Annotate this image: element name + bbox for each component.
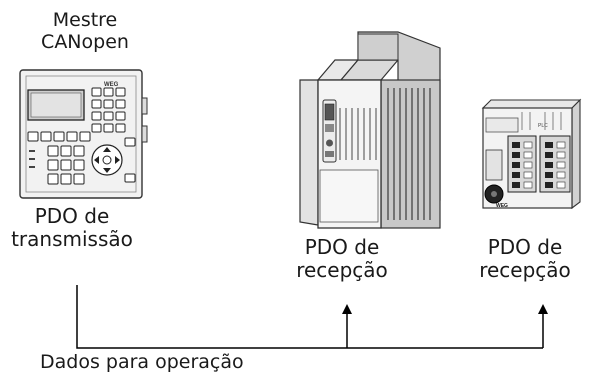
master-title-line2: CANopen (41, 30, 129, 53)
bus-line (76, 285, 543, 349)
tx-pdo-line2: transmissão (11, 227, 133, 251)
can-bus-connection (76, 285, 548, 349)
bus-data-label: Dados para operação (40, 351, 244, 373)
rx-pdo-plc-label: PDO de recepção (455, 236, 595, 282)
frequency-inverter-device (299, 31, 441, 229)
master-title-label: Mestre CANopen (20, 9, 150, 54)
plc-tag-text: PLC (538, 123, 548, 129)
rx-pdo-plc-line1: PDO de (487, 235, 563, 259)
plc-device: PLC WEG (481, 98, 582, 210)
master-title-line1: Mestre (52, 9, 118, 31)
rx-pdo-drive-label: PDO de recepção (272, 236, 412, 282)
rx-pdo-drive-line2: recepção (296, 258, 388, 282)
rx-pdo-plc-line2: recepção (479, 258, 571, 282)
plc-brand-text: WEG (496, 203, 508, 209)
hmi-master-device: WEG (19, 69, 148, 199)
tx-pdo-line1: PDO de (34, 204, 110, 228)
rx-pdo-drive-line1: PDO de (304, 235, 380, 259)
hmi-brand-text: WEG (104, 82, 119, 88)
tx-pdo-label: PDO de transmissão (2, 205, 142, 251)
